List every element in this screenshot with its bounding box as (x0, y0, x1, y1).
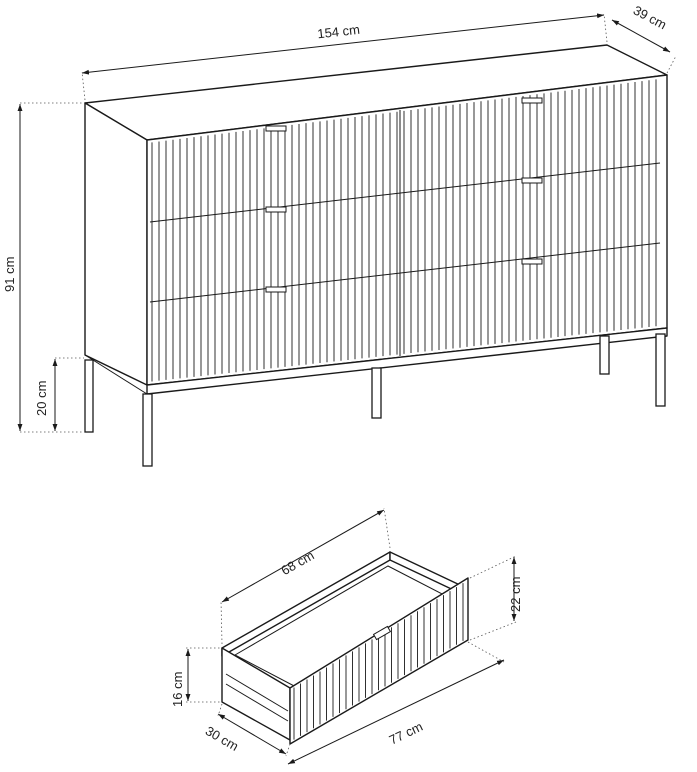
drawer-row-divider (149, 242, 661, 303)
drawer-handle (521, 258, 543, 265)
dresser-leg (142, 393, 153, 467)
drawer-left-wall (221, 647, 291, 741)
drawer-handle (265, 286, 287, 293)
dresser-fluting (151, 79, 657, 382)
dresser-base-rail (146, 327, 668, 395)
dresser-width-label: 154 cm (317, 22, 361, 42)
drawer-handle (372, 625, 392, 641)
drawer-back-panel (221, 551, 391, 657)
depth-dimension-line (611, 19, 671, 53)
drawer-front-height-label: 16 cm (170, 672, 185, 707)
drawer-handle (265, 125, 287, 132)
dresser-height-label: 91 cm (2, 257, 17, 292)
dresser-illustration (84, 44, 668, 467)
drawer-dimensions: 68 cm 22 cm 16 cm 30 cm 77 cm (170, 507, 523, 765)
dresser-leg (599, 335, 610, 375)
dresser-leg-height-label: 20 cm (34, 381, 49, 416)
drawer-depth-line (217, 713, 287, 755)
drawer-handle (265, 206, 287, 213)
width-dimension-line (81, 13, 605, 75)
drawer-handle (521, 97, 543, 104)
drawer-inner-width-line (221, 509, 385, 603)
drawer-depth-label: 30 cm (203, 723, 241, 754)
drawer-row-divider (149, 162, 661, 223)
dresser-leg (371, 367, 382, 419)
dresser-leg (84, 359, 94, 433)
drawer-height-label: 22 cm (508, 577, 523, 612)
dresser-left-side (84, 102, 148, 386)
dresser-base-side (84, 354, 148, 395)
dresser-depth-label: 39 cm (631, 2, 669, 32)
dresser-leg (655, 333, 666, 407)
drawer-inner-width-label: 68 cm (278, 548, 316, 579)
drawer-front (289, 577, 469, 745)
drawer-length-label: 77 cm (387, 719, 425, 748)
drawer-handle (521, 177, 543, 184)
drawer-length-line (287, 659, 505, 765)
